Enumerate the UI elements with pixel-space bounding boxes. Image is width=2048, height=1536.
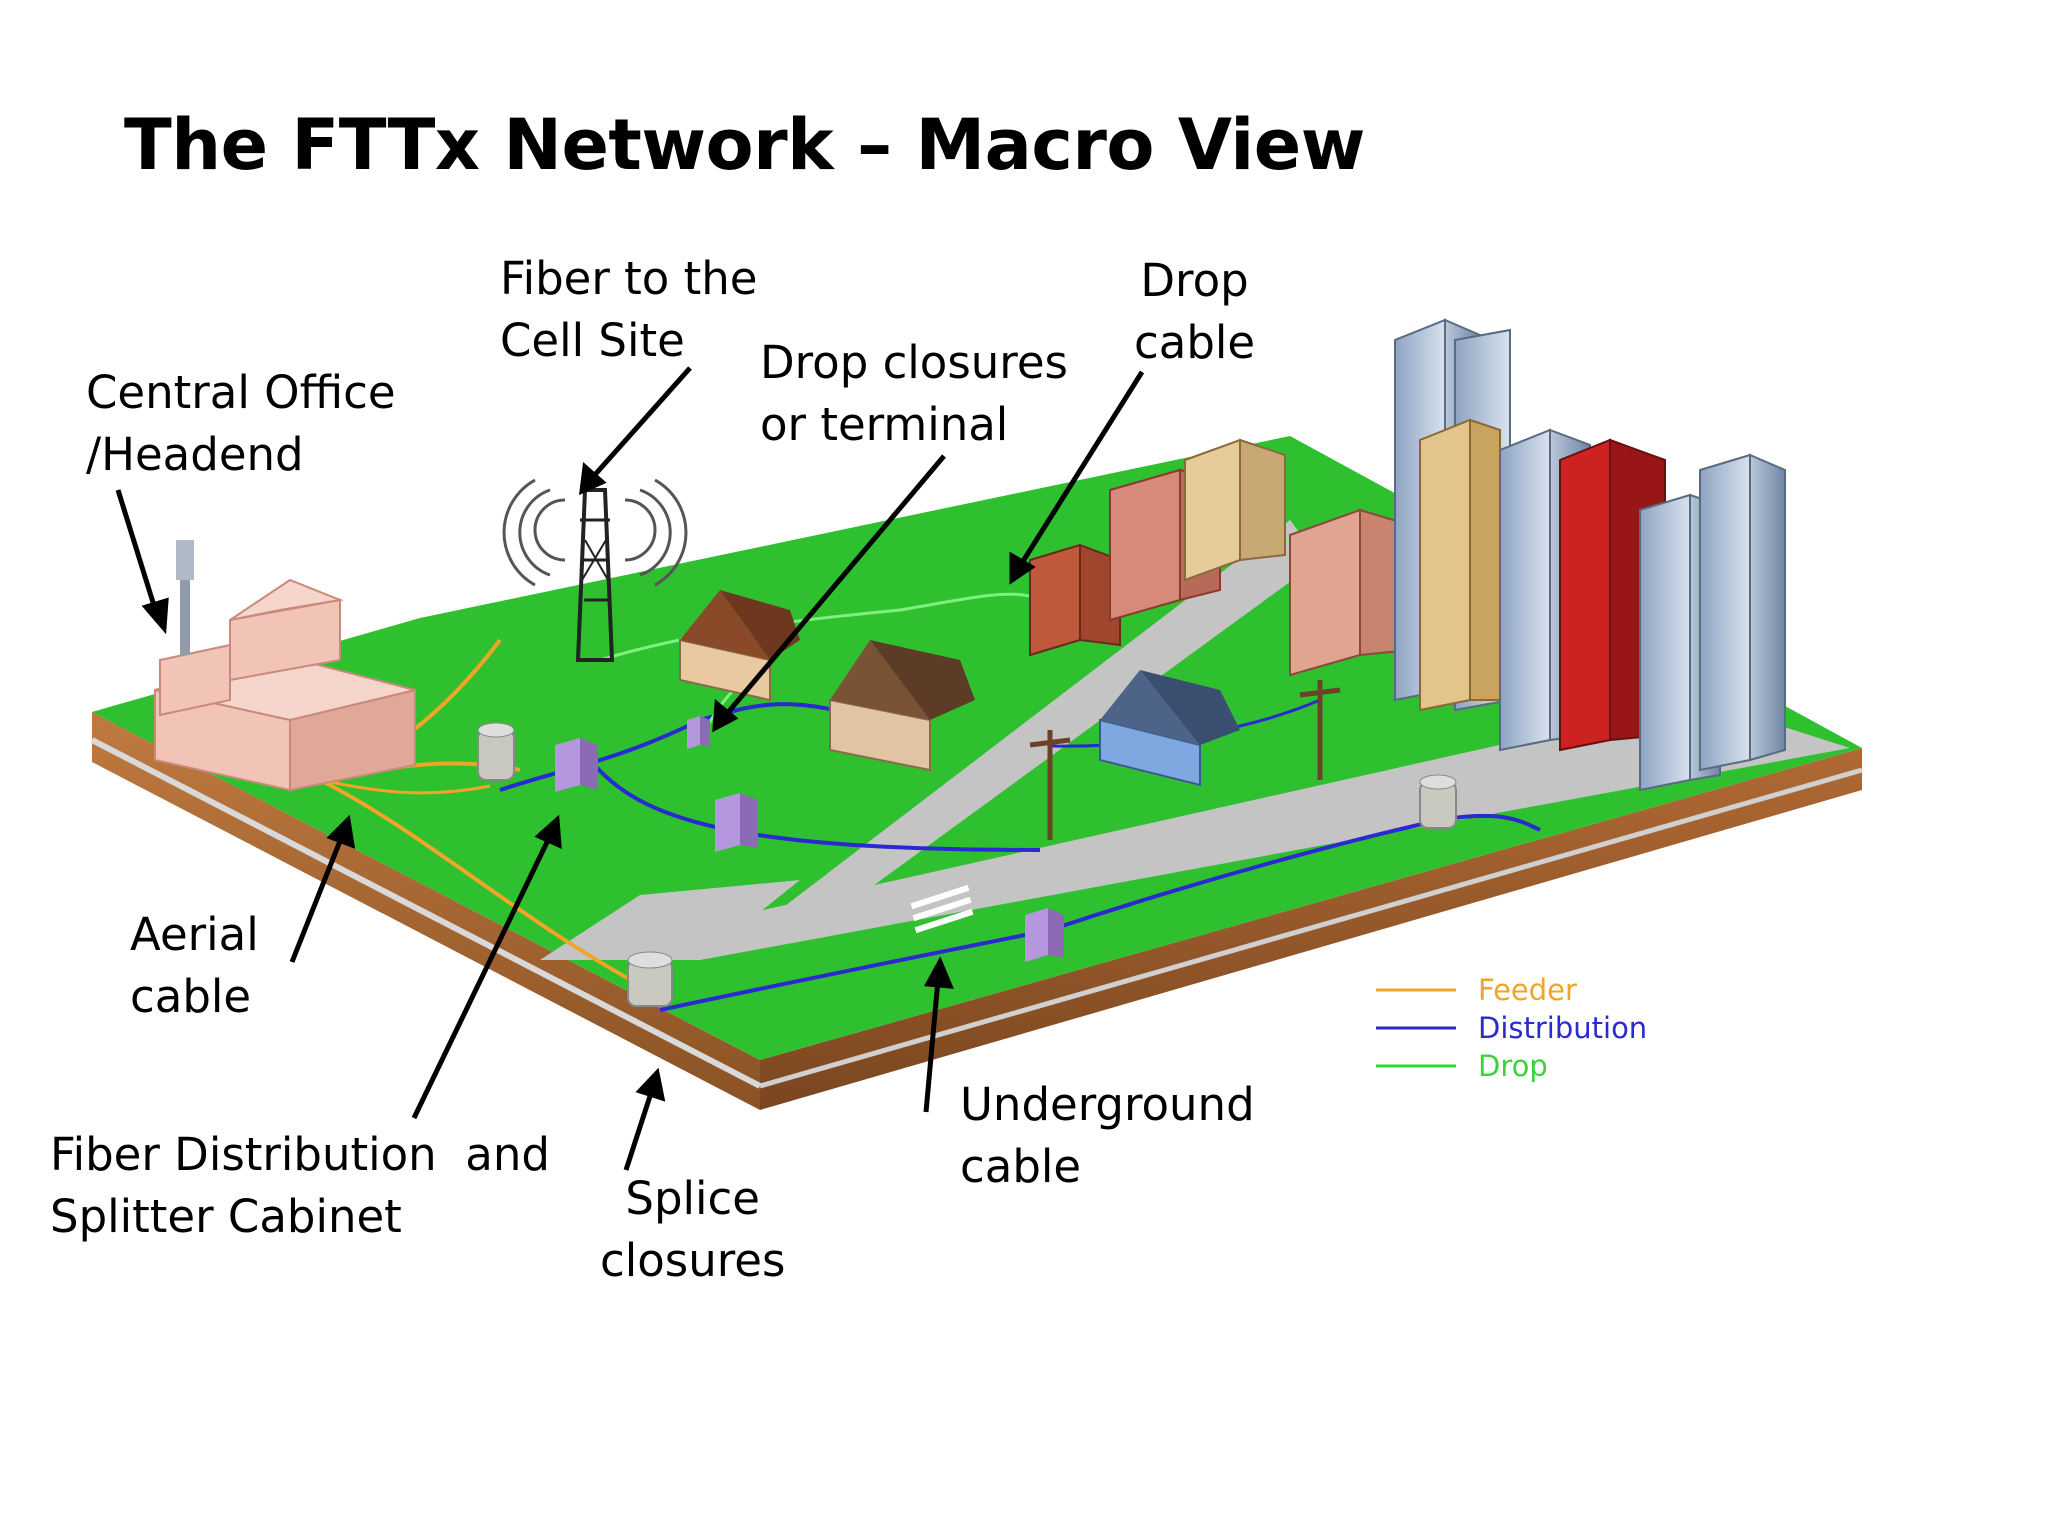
house-2 xyxy=(829,640,975,772)
label-aerial-cable-line2: cable xyxy=(130,970,252,1023)
main-road xyxy=(540,700,1850,960)
label-drop-cable: Drop cable xyxy=(1134,250,1255,374)
arrow-cell-site xyxy=(590,366,692,480)
arrow-fiber-distribution xyxy=(411,834,553,1120)
label-splice-closures-line1: Splice xyxy=(625,1172,760,1225)
arrow-drop-cable xyxy=(1017,370,1145,568)
arrow-drop-closures xyxy=(723,454,946,718)
label-underground-cable-line2: cable xyxy=(960,1140,1082,1193)
label-underground-cable: Underground cable xyxy=(960,1074,1255,1198)
label-cell-site: Fiber to the Cell Site xyxy=(500,248,758,372)
central-office-building xyxy=(154,540,416,792)
splitter-cabinet-3 xyxy=(1025,908,1064,962)
house-1 xyxy=(679,590,800,702)
diagonal-road xyxy=(760,520,1320,925)
legend: Feeder Distribution Drop xyxy=(1376,973,1647,1083)
label-splice-closures-line2: closures xyxy=(600,1234,786,1287)
label-aerial-cable: Aerial cable xyxy=(130,904,259,1028)
splitter-cabinet-2 xyxy=(715,793,758,852)
arrow-aerial-cable xyxy=(289,835,345,963)
label-fiber-distribution: Fiber Distribution and Splitter Cabinet xyxy=(50,1124,550,1248)
roads xyxy=(540,520,1850,960)
splice-closure-2 xyxy=(627,951,673,1007)
legend-label-drop: Drop xyxy=(1478,1049,1548,1083)
splice-closure-3 xyxy=(1419,774,1457,829)
label-drop-closures-line2: or terminal xyxy=(760,398,1009,451)
splice-closure-1 xyxy=(477,722,515,781)
label-drop-closures: Drop closures or terminal xyxy=(760,332,1068,456)
label-central-office-line2: /Headend xyxy=(86,428,304,481)
label-cell-site-line1: Fiber to the xyxy=(500,252,758,305)
label-drop-cable-line2: cable xyxy=(1134,316,1256,369)
splitter-cabinet-1 xyxy=(555,738,598,792)
cell-tower xyxy=(502,478,688,662)
arrow-underground-cable xyxy=(923,979,941,1113)
utility-poles xyxy=(1029,680,1341,840)
signal-waves xyxy=(502,478,688,587)
label-splice-closures: Splice closures xyxy=(600,1168,785,1292)
legend-label-feeder: Feeder xyxy=(1478,973,1577,1007)
network-equipment xyxy=(477,716,1457,1007)
legend-label-distribution: Distribution xyxy=(1478,1011,1647,1045)
label-underground-cable-line1: Underground xyxy=(960,1078,1255,1131)
label-drop-closures-line1: Drop closures xyxy=(760,336,1068,389)
label-aerial-cable-line1: Aerial xyxy=(130,908,259,961)
front-road xyxy=(540,880,800,960)
red-tower xyxy=(1559,438,1611,752)
label-cell-site-line2: Cell Site xyxy=(500,314,685,367)
drop-cable xyxy=(599,592,1031,662)
label-central-office-line1: Central Office xyxy=(86,366,396,419)
arrow-splice-closures xyxy=(623,1089,655,1171)
annotation-arrows xyxy=(115,366,1145,1171)
house-blue xyxy=(1099,670,1240,787)
crosswalk xyxy=(910,884,974,934)
skyscrapers xyxy=(1394,318,1786,792)
label-central-office: Central Office /Headend xyxy=(86,362,396,486)
houses xyxy=(679,590,1240,787)
page-title: The FTTx Network – Macro View xyxy=(124,104,1365,186)
label-fiber-distribution-line2: Splitter Cabinet xyxy=(50,1190,402,1243)
label-drop-cable-line1: Drop xyxy=(1140,254,1249,307)
drop-closure xyxy=(687,716,710,749)
arrow-central-office xyxy=(115,489,159,613)
conduit-strip xyxy=(90,737,762,1089)
label-fiber-distribution-line1: Fiber Distribution and xyxy=(50,1128,550,1181)
